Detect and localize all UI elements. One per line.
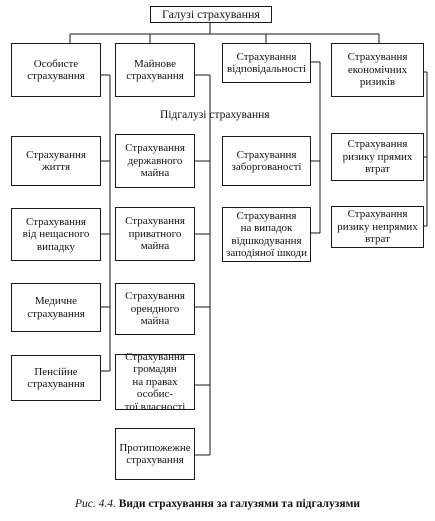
node-accident-insurance: Страхування від нещасного випадку <box>11 208 101 261</box>
branch-property-insurance: Майнове страхування <box>115 43 195 97</box>
node-medical-insurance: Медичне страхування <box>11 283 101 332</box>
branch-personal-insurance: Особисте страхування <box>11 43 101 97</box>
figure-number: Рис. 4.4. <box>74 498 116 510</box>
figure-caption: Рис. 4.4. Види страхування за галузями т… <box>0 498 435 510</box>
node-citizens-property-insurance: Страхування громадян на правах особис- т… <box>115 351 195 413</box>
figure-title: Види страхування за галузями та підгалуз… <box>118 498 361 510</box>
node-life-insurance: Страхування життя <box>11 136 101 186</box>
node-fire-insurance: Протипожежне страхування <box>115 428 195 480</box>
node-damage-compensation-insurance: Страхування на випадок відшкодування зап… <box>222 207 311 262</box>
node-indirect-loss-insurance: Страхування ризику непрямих втрат <box>331 206 424 248</box>
subbranches-label: Підгалузі страхування <box>160 109 270 121</box>
node-private-property-insurance: Страхування приватного майна <box>115 207 195 261</box>
node-pension-insurance: Пенсійне страхування <box>11 355 101 401</box>
node-state-property-insurance: Страхування державного майна <box>115 134 195 188</box>
node-debt-insurance: Страхування заборгованості <box>222 136 311 186</box>
branch-economic-risks-insurance: Страхування економічних ризиків <box>331 43 424 97</box>
branch-liability-insurance: Страхування відповідальності <box>222 43 311 83</box>
node-direct-loss-insurance: Страхування ризику прямих втрат <box>331 133 424 181</box>
node-leased-property-insurance: Страхування орендного майна <box>115 283 195 335</box>
root-node: Галузі страхування <box>150 6 272 23</box>
